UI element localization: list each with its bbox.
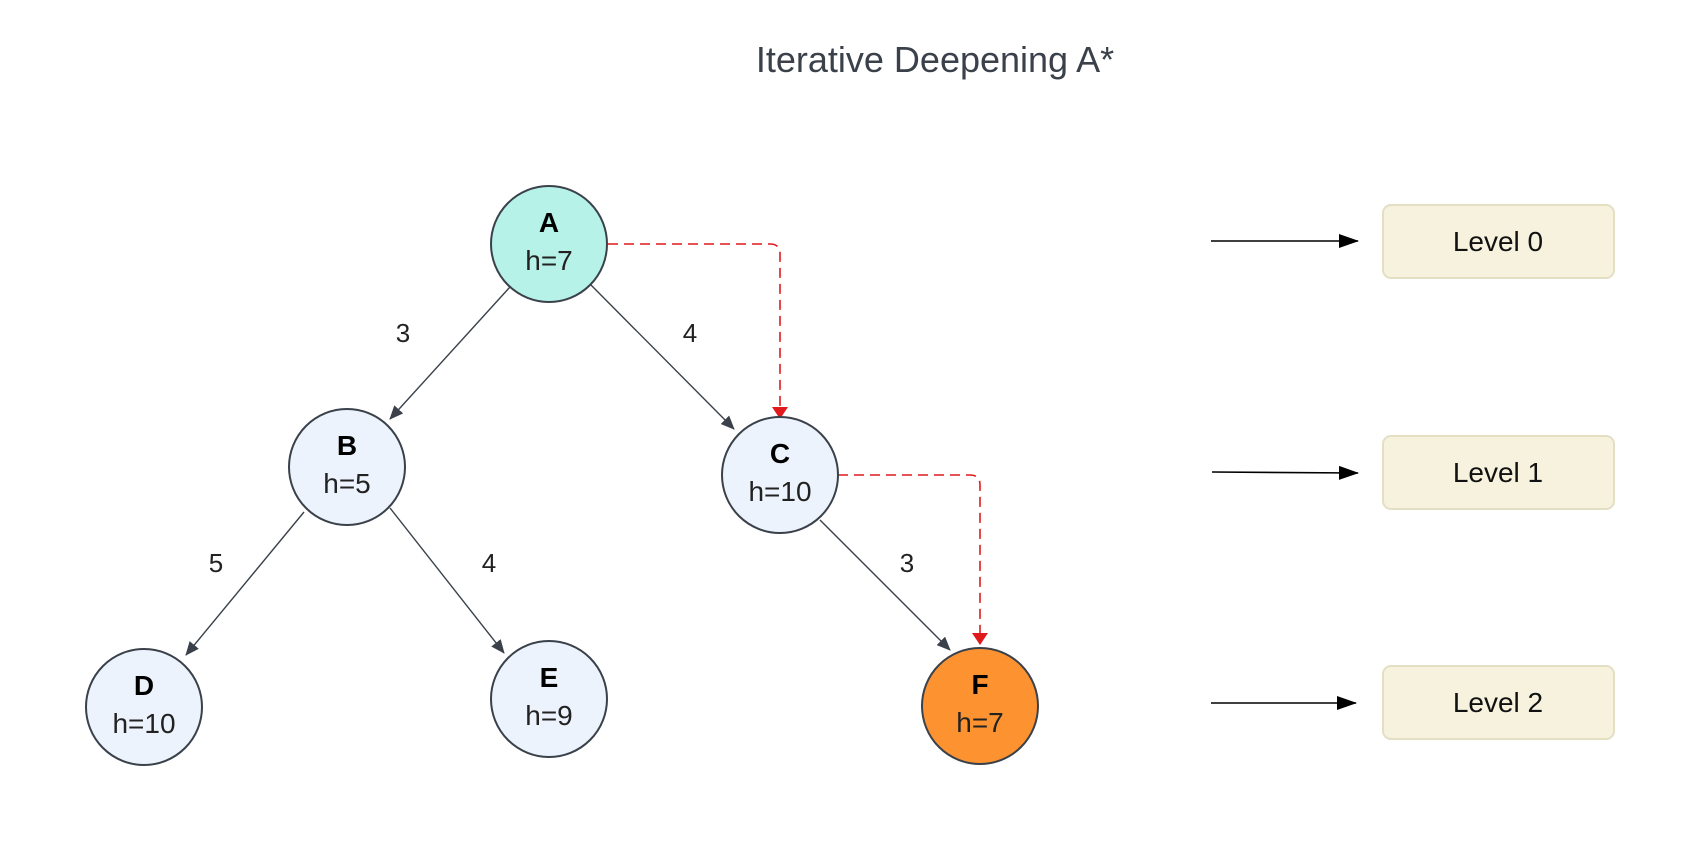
node-e-heuristic: h=9 [525, 700, 573, 731]
node-a: A h=7 [490, 185, 608, 303]
node-a-heuristic: h=7 [525, 245, 573, 276]
edge-weights: 3 4 5 4 3 [209, 318, 914, 578]
node-d-label: D [134, 670, 154, 701]
level-1-arrow [1211, 465, 1359, 480]
tree-edges [185, 283, 951, 656]
edge-weight-b-d: 5 [209, 548, 223, 578]
node-f-circle [921, 647, 1039, 765]
node-e-label: E [540, 662, 559, 693]
node-e-circle [490, 640, 608, 758]
level-0-label: Level 0 [1453, 226, 1543, 257]
node-c-circle [721, 416, 839, 534]
edge-weight-a-b: 3 [396, 318, 410, 348]
edge-a-c [589, 283, 735, 430]
node-b-heuristic: h=5 [323, 468, 371, 499]
search-path-c-f [838, 474, 988, 645]
node-d-circle [85, 648, 203, 766]
level-2-label: Level 2 [1453, 687, 1543, 718]
search-path-a-c [608, 243, 788, 419]
search-path [608, 243, 988, 645]
node-e: E h=9 [490, 640, 608, 758]
node-f-heuristic: h=7 [956, 707, 1004, 738]
edge-a-b [389, 286, 511, 420]
node-f-label: F [971, 669, 988, 700]
edge-b-d [185, 511, 305, 656]
edge-weight-b-e: 4 [482, 548, 496, 578]
node-b: B h=5 [288, 408, 406, 526]
node-d-heuristic: h=10 [112, 708, 175, 739]
level-2-box [1382, 665, 1615, 740]
node-f: F h=7 [921, 647, 1039, 765]
node-c: C h=10 [721, 416, 839, 534]
edge-weight-a-c: 4 [683, 318, 697, 348]
node-c-heuristic: h=10 [748, 476, 811, 507]
edge-weight-c-f: 3 [900, 548, 914, 578]
level-1-label: Level 1 [1453, 457, 1543, 488]
node-a-label: A [539, 207, 559, 238]
node-b-label: B [337, 430, 357, 461]
node-c-label: C [770, 438, 790, 469]
diagram-title: Iterative Deepening A* [756, 39, 1114, 80]
level-indicators: Level 0 Level 1 Level 2 [1211, 204, 1615, 740]
node-d: D h=10 [85, 648, 203, 766]
tree-nodes: A h=7 B h=5 C h=10 D h=10 E h=9 F h=7 [85, 185, 1039, 766]
level-1-box [1382, 435, 1615, 510]
node-b-circle [288, 408, 406, 526]
edge-c-f [819, 519, 951, 651]
edge-b-e [389, 507, 505, 654]
node-a-circle [490, 185, 608, 303]
level-0-box [1382, 204, 1615, 279]
